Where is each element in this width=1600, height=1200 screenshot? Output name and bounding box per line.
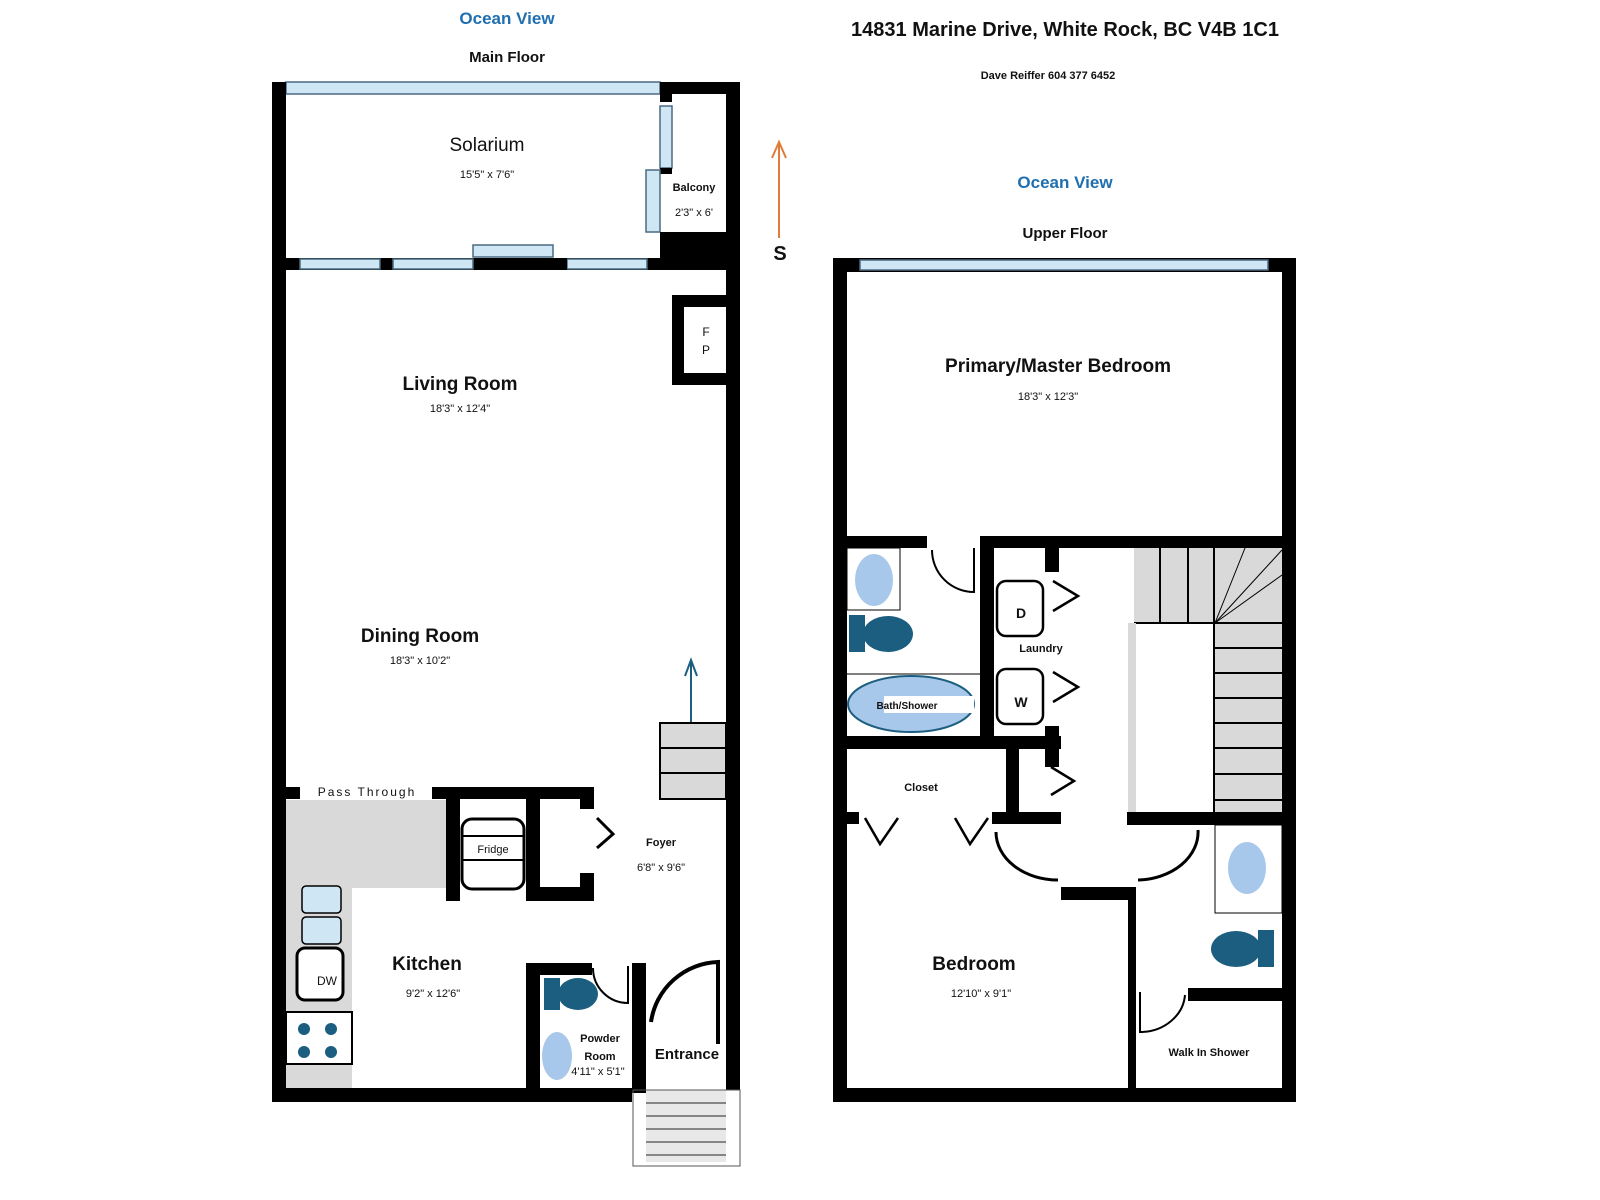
dishwasher-label: DW [317, 974, 338, 988]
primary-bedroom-window [859, 259, 1269, 271]
bath-shower-label: Bath/Shower [876, 701, 937, 712]
bath-sink-icon [855, 554, 893, 606]
compass-label: S [773, 243, 786, 265]
main-floor-title: Main Floor [469, 49, 545, 66]
balcony-name: Balcony [673, 182, 717, 194]
balcony-size: 2'3" x 6' [675, 207, 713, 219]
dining-room-size: 18'3" x 10'2" [390, 655, 450, 667]
powder-room-label-1: Powder [580, 1033, 620, 1045]
dishwasher-icon [295, 946, 345, 1002]
dryer-icon [995, 579, 1045, 638]
stairs-up-arrow-icon [684, 657, 698, 722]
balcony-door [645, 169, 661, 233]
primary-bedroom-name: Primary/Master Bedroom [945, 356, 1171, 377]
fridge-label: Fridge [477, 844, 508, 856]
stove-burners-icon [298, 1023, 337, 1058]
dryer-label: D [1016, 605, 1026, 621]
main-floor-plan: DW Fridge Solarium 15'5" x 7'6" Balcon [272, 81, 741, 1167]
walk-in-shower-label: Walk In Shower [1169, 1047, 1251, 1059]
bath-toilet-icon [849, 615, 913, 652]
living-room-name: Living Room [402, 374, 517, 395]
primary-bedroom-size: 18'3" x 12'3" [1018, 391, 1078, 403]
shower-sink-icon [1228, 842, 1266, 894]
foyer-size: 6'8" x 9'6" [637, 862, 685, 874]
agent-contact: Dave Reiffer 604 377 6452 [981, 70, 1116, 82]
solarium-name: Solarium [450, 135, 525, 156]
powder-room-size: 4'11" x 5'1" [571, 1066, 624, 1078]
washer-icon [995, 667, 1045, 726]
compass-arrow-icon [771, 139, 787, 238]
laundry-label: Laundry [1019, 643, 1063, 655]
bedroom-size: 12'10" x 9'1" [951, 988, 1011, 1000]
main-ocean-view-label: Ocean View [459, 9, 555, 28]
shower-toilet-icon [1211, 930, 1274, 967]
kitchen-name: Kitchen [392, 954, 462, 975]
kitchen-size: 9'2" x 12'6" [406, 988, 460, 1000]
solarium-window [285, 81, 661, 95]
dining-room-name: Dining Room [361, 626, 479, 647]
pass-through-label: Pass Through [318, 785, 417, 799]
fireplace-label-2: P [702, 343, 710, 357]
living-room-size: 18'3" x 12'4" [430, 403, 490, 415]
washer-label: W [1014, 694, 1028, 710]
solarium-size: 15'5" x 7'6" [460, 169, 514, 181]
fireplace-label-1: F [702, 325, 709, 339]
sink-basin-icon [542, 1032, 572, 1080]
upper-floor-plan: Bath/Shower D W Laundry Closet [833, 258, 1296, 1102]
toilet-icon [544, 978, 598, 1010]
upper-ocean-view-label: Ocean View [1017, 173, 1113, 192]
upper-floor-title: Upper Floor [1023, 225, 1108, 242]
address-title: 14831 Marine Drive, White Rock, BC V4B 1… [851, 19, 1279, 41]
balcony-window [659, 105, 673, 169]
closet-label: Closet [904, 782, 938, 794]
foyer-name: Foyer [646, 837, 677, 849]
powder-room-label-2: Room [584, 1051, 615, 1063]
bedroom-name: Bedroom [932, 954, 1015, 975]
entrance-label: Entrance [655, 1046, 719, 1063]
sink-icon [301, 885, 342, 945]
